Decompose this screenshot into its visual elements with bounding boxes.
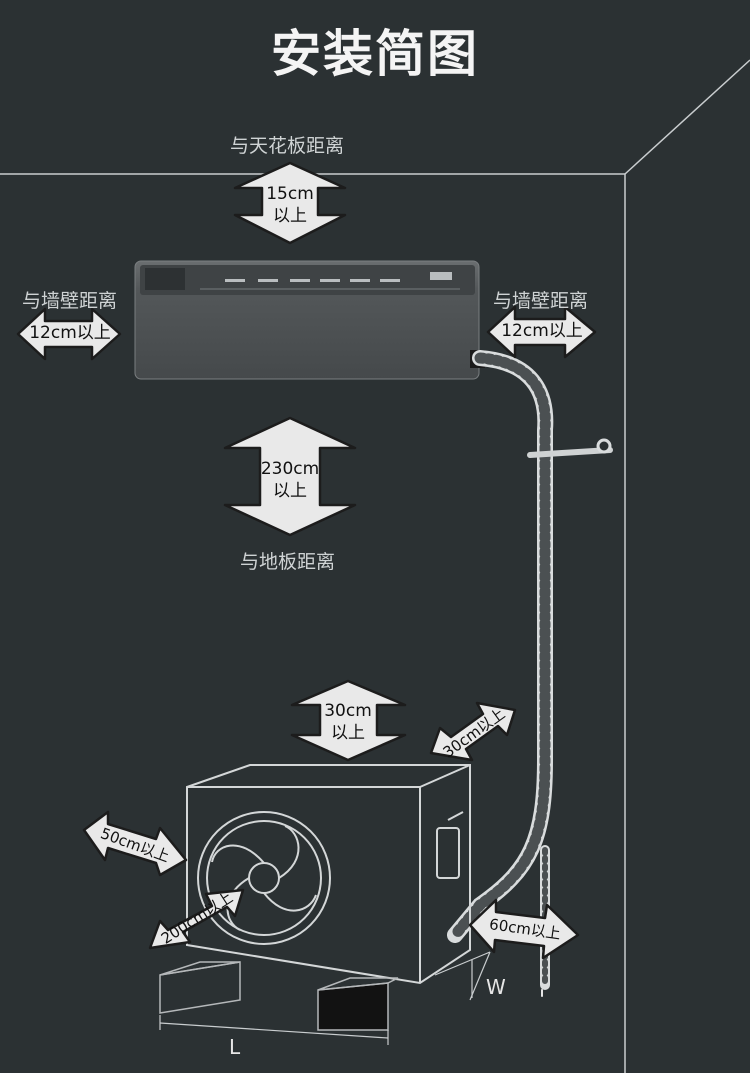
caption-wall-right: 与墙壁距离: [493, 290, 589, 312]
dimension-lines: [159, 951, 491, 1045]
label-top-line1: 15cm: [266, 184, 314, 204]
arrow-outdoor-top: [290, 679, 407, 762]
arrow-ceiling: [233, 161, 347, 245]
arrow-wall-left: [16, 307, 122, 361]
clearance-arrows: [16, 161, 597, 960]
label-top-clearance: 15cm 以上: [262, 183, 318, 227]
dimension-length-label: L: [229, 1035, 241, 1059]
label-outdoor-top-line1: 30cm: [324, 701, 372, 721]
label-outdoor-top-clearance: 30cm 以上: [318, 700, 378, 744]
indoor-unit: [134, 260, 485, 380]
room-outline: [0, 59, 750, 1073]
arrow-outdoor-front: [148, 888, 245, 950]
dimension-width-label: W: [486, 975, 506, 999]
arrow-floor: [223, 416, 357, 537]
label-floor-clearance: 230cm 以上: [252, 458, 328, 502]
arrow-wall-right: [486, 305, 597, 359]
label-floor-line2: 以上: [273, 481, 307, 501]
caption-wall-left: 与墙壁距离: [22, 290, 118, 312]
arrow-outdoor-left: [82, 810, 188, 877]
caption-floor: 与地板距离: [240, 551, 336, 573]
arrow-outdoor-right: [468, 898, 580, 960]
label-floor-line1: 230cm: [260, 459, 320, 479]
page-title: 安装简图: [271, 25, 479, 83]
label-left-clearance: 12cm以上: [29, 323, 111, 343]
label-right-clearance: 12cm以上: [501, 321, 583, 341]
label-top-line2: 以上: [273, 206, 307, 226]
caption-ceiling: 与天花板距离: [230, 135, 345, 157]
outdoor-unit-base: [159, 961, 399, 1031]
outdoor-unit: [186, 764, 471, 985]
drain-pipe: [447, 350, 613, 997]
label-outdoor-top-line2: 以上: [331, 723, 365, 743]
arrow-outdoor-back: [429, 701, 517, 762]
